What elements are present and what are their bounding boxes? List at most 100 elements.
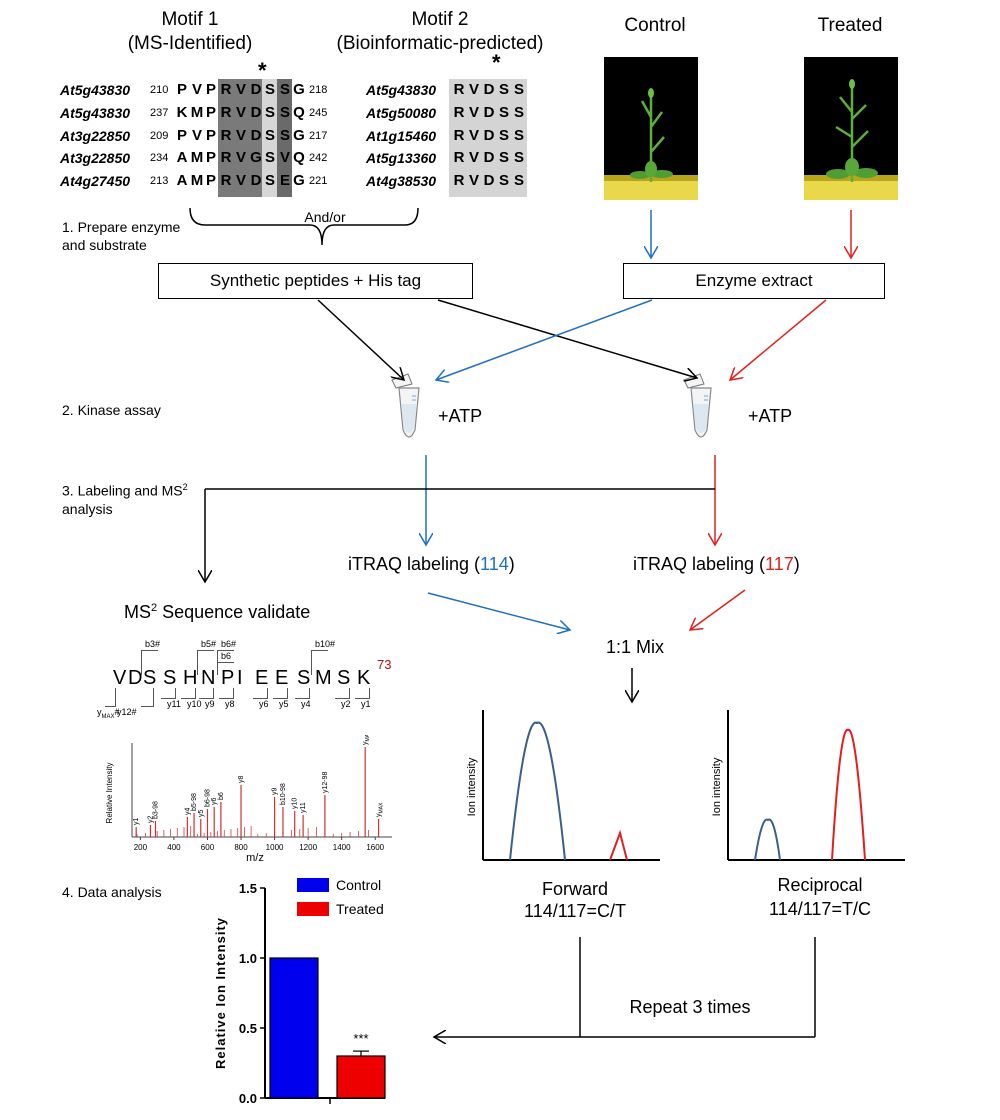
peptide-residue: N	[201, 667, 216, 689]
itraq-114-label: iTRAQ labeling (114)	[348, 554, 515, 574]
motif2-residue: R	[453, 172, 465, 189]
treated-title: Treated	[817, 15, 883, 36]
peptide-residue: M	[315, 667, 332, 689]
y-ion-bracket	[295, 688, 310, 699]
y-ion-bracket	[273, 688, 288, 699]
control-plant-photo	[604, 57, 698, 200]
significance-label: ***	[353, 1031, 368, 1046]
reciprocal-red-peak	[831, 728, 866, 861]
motif1-residue: M	[190, 172, 204, 189]
motif1-residue: D	[250, 127, 262, 144]
motif1-residue: S	[279, 104, 290, 121]
treated-plant-photo	[804, 57, 898, 200]
y-ion-bracket	[355, 688, 370, 699]
spectrum-tick: 800	[234, 843, 248, 852]
motif1-star: *	[258, 58, 267, 83]
legend-swatch	[297, 878, 329, 892]
motif1-residue: S	[264, 149, 275, 166]
motif1-end-pos: 242	[309, 152, 328, 164]
spectrum-peak-label: y2	[147, 816, 154, 824]
and-or-label: And/or	[304, 209, 346, 225]
motif2-shade	[449, 79, 527, 197]
motif2-title: Motif 2	[411, 9, 469, 30]
spectrum-peak-label: y11	[300, 802, 307, 813]
legend-label: Treated	[336, 901, 384, 917]
b-ion-bracket	[141, 650, 158, 675]
ymax-label: yMAX#	[97, 707, 120, 720]
motif1-residue: G	[293, 81, 305, 98]
motif1-residue: A	[176, 149, 188, 166]
y-ion-label: y8	[225, 699, 235, 709]
peptide-residue: S	[163, 667, 177, 689]
spectrum-peak-label: y6	[211, 798, 218, 806]
spectrum-peak-label: b3-98	[152, 801, 159, 819]
motif2-gene-name: At5g13360	[366, 150, 437, 166]
y-ion-bracket	[161, 688, 176, 699]
spectrum-peak-label: y1	[133, 818, 140, 826]
motif1-title: Motif 1	[161, 9, 219, 30]
motif1-residue: D	[250, 81, 262, 98]
motif1-residue: S	[264, 127, 275, 144]
motif2-residue: S	[498, 81, 509, 98]
bar-ytick: 1.5	[239, 881, 257, 896]
motif2-residue: R	[453, 104, 465, 121]
motif2-residue: S	[513, 104, 524, 121]
synthetic-peptides-box: Synthetic peptides + His tag	[158, 263, 473, 299]
peptide-residue: S	[337, 667, 351, 689]
motif1-residue: K	[176, 104, 188, 121]
motif1-residue: P	[205, 81, 216, 98]
bar-treated	[336, 1055, 386, 1099]
motif1-start-pos: 209	[150, 130, 169, 142]
b-ion-label: b6	[221, 651, 232, 661]
motif1-residue: V	[279, 149, 290, 166]
motif1-gene-name: At5g43830	[60, 105, 131, 121]
motif2-residue: S	[498, 127, 509, 144]
motif1-residue: P	[205, 104, 216, 121]
spectrum-peak-label: y4	[184, 808, 191, 816]
motif2-gene-name: At4g38530	[366, 173, 437, 189]
motif1-residue: P	[176, 127, 187, 144]
itraq-117-label: iTRAQ labeling (117)	[633, 554, 800, 574]
ms2-title: MS2 Sequence validate	[124, 602, 311, 622]
reciprocal-ion-chart: Ion intensity	[710, 705, 910, 870]
motif2-gene-name: At1g15460	[366, 128, 437, 144]
forward-label: Forward	[541, 879, 608, 899]
motif1-residue: V	[235, 172, 246, 189]
motif1-residue: S	[279, 127, 290, 144]
motif1-start-pos: 237	[150, 107, 169, 119]
spectrum-peak-label: y10	[292, 798, 299, 809]
motif1-shade-column	[262, 79, 277, 197]
spectrum-peak-label: yMAX-98	[362, 735, 371, 745]
motif1-start-pos: 213	[150, 175, 169, 187]
y-ion-label: y5	[279, 699, 289, 709]
peptide-residue: P	[221, 667, 235, 689]
motif1-gene-name: At3g22850	[60, 150, 131, 166]
motif2-residue: V	[468, 104, 479, 121]
y-ion-label: y4	[301, 699, 311, 709]
motif2-residue: S	[513, 81, 524, 98]
spectrum-tick: 400	[167, 843, 181, 852]
enzyme-extract-box: Enzyme extract	[623, 263, 885, 299]
motif1-residue: V	[235, 104, 246, 121]
spectrum-tick: 1000	[266, 843, 284, 852]
left-atp-label: +ATP	[438, 406, 483, 426]
y-ion-bracket	[181, 688, 196, 699]
peptide-residue: H	[183, 667, 198, 689]
motif2-residue: R	[453, 81, 465, 98]
motif1-residue: S	[264, 81, 275, 98]
b-ion-label: b3#	[145, 639, 161, 649]
motif2-star: *	[492, 50, 501, 75]
bar-ytick: 0.0	[239, 1091, 257, 1106]
motif1-residue: R	[220, 149, 232, 166]
peptide-residue: K	[357, 667, 371, 689]
motif1-residue: G	[293, 172, 305, 189]
motif2-residue: D	[483, 149, 495, 166]
step2-label: 2. Kinase assay	[62, 402, 161, 418]
b-ion-label: b6#	[221, 639, 237, 649]
spectrum-peak-label: b5-98	[191, 793, 198, 811]
right-atp-label: +ATP	[748, 406, 793, 426]
